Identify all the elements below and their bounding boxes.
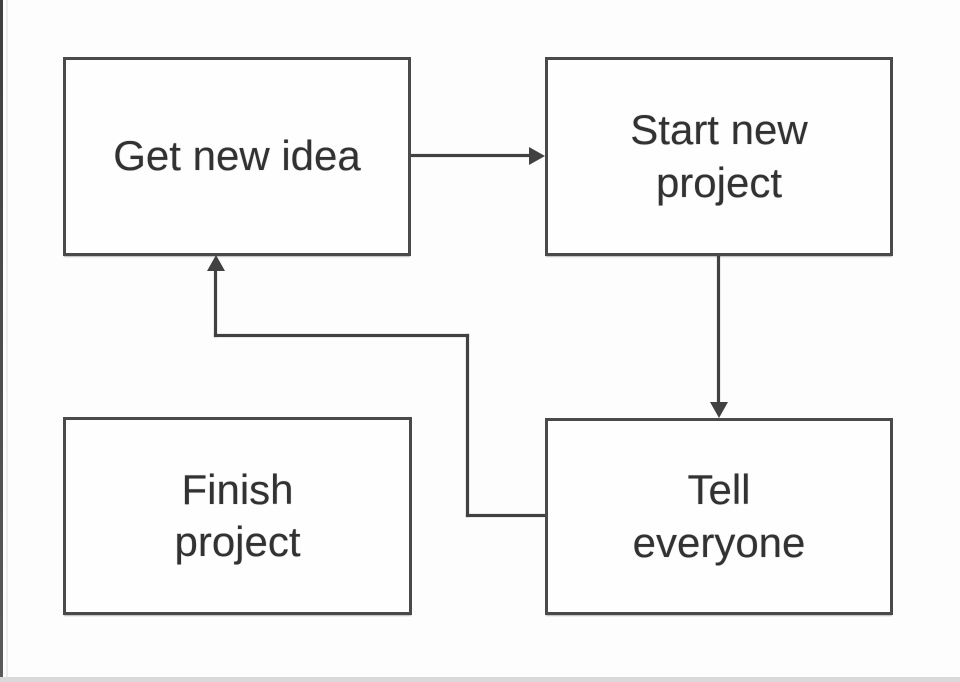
edge-tell-to-idea-segment-riser (466, 334, 469, 517)
edge-tell-to-idea-segment-final (214, 270, 217, 337)
node-start-new-project-label: Start new project (630, 106, 808, 206)
edge-start-to-tell-line (717, 255, 720, 404)
left-edge-artifact (0, 0, 3, 682)
node-finish-project-label: Finish project (174, 465, 301, 566)
node-start-new-project: Start new project (545, 57, 893, 256)
node-tell-everyone-label: Tell everyone (632, 466, 806, 566)
arrowhead-down-icon (710, 402, 728, 418)
arrowhead-up-icon (207, 255, 225, 271)
edge-tell-to-idea-segment-middle (214, 334, 469, 337)
node-get-new-idea: Get new idea (63, 57, 411, 256)
arrowhead-right-icon (529, 147, 545, 165)
bottom-edge-strip (0, 677, 960, 682)
left-edge-faint-line (6, 0, 8, 682)
node-get-new-idea-label: Get new idea (113, 132, 361, 180)
edge-tell-to-idea-segment-bottom (466, 514, 545, 517)
edge-idea-to-start-line (411, 154, 532, 157)
node-finish-project: Finish project (63, 417, 412, 615)
node-tell-everyone: Tell everyone (545, 418, 893, 615)
